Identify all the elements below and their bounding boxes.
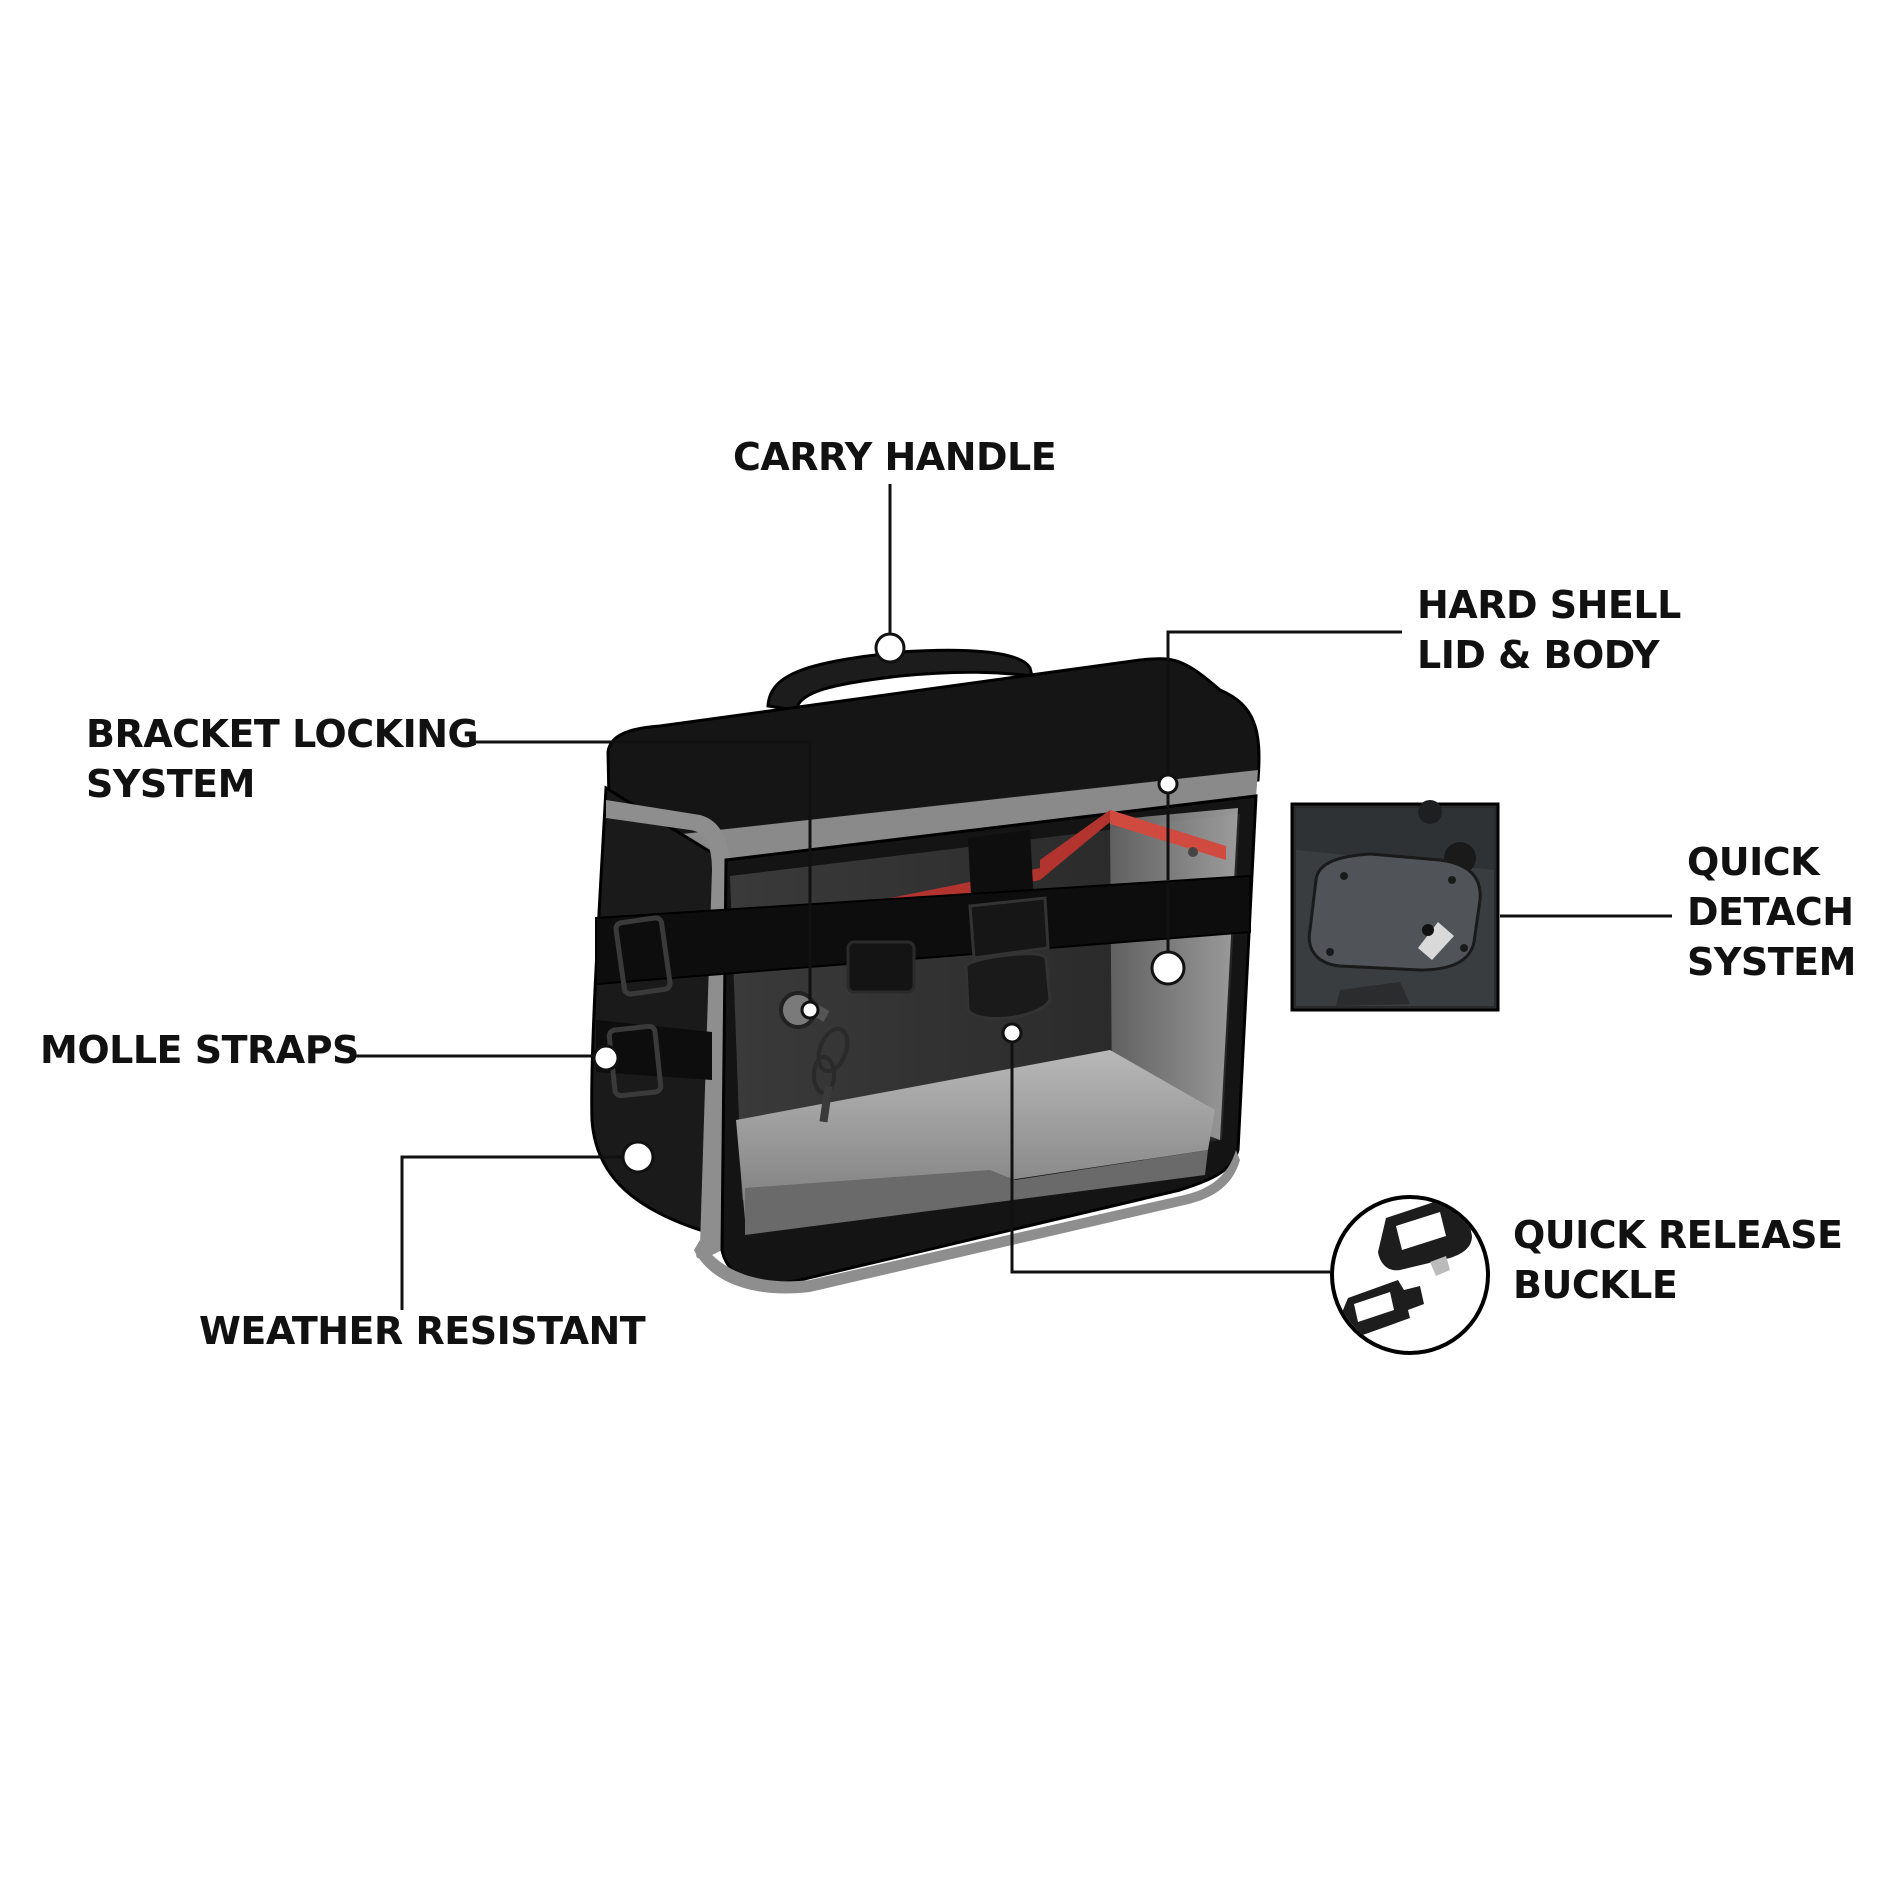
callout-quick-detach-line3: SYSTEM — [1687, 940, 1856, 984]
carry-handle — [766, 648, 1034, 712]
quick-detach-inset — [1290, 800, 1500, 1012]
callout-bracket-locking: BRACKET LOCKING SYSTEM — [86, 709, 479, 809]
callout-quick-release: QUICK RELEASE BUCKLE — [1513, 1210, 1843, 1310]
callout-quick-detach-line2: DETACH — [1687, 890, 1854, 934]
side-trim — [606, 800, 730, 1259]
callout-molle-straps: MOLLE STRAPS — [40, 1025, 359, 1075]
callout-hard-shell-line2: LID & BODY — [1417, 633, 1660, 677]
lid-trim — [610, 770, 1258, 870]
quick-release-buckle-inset — [1330, 1195, 1490, 1355]
bag-side-panel — [590, 785, 742, 1242]
bag-lid — [606, 657, 1261, 852]
bottom-trim — [694, 1150, 1240, 1294]
callout-quick-release-line2: BUCKLE — [1513, 1263, 1678, 1307]
callout-carry-handle-line1: CARRY HANDLE — [733, 435, 1057, 479]
pannier-bag-illustration — [590, 648, 1261, 1294]
callout-quick-detach-line1: QUICK — [1687, 840, 1820, 884]
interior-floor-lip — [745, 1150, 1208, 1235]
callout-weather-resistant: WEATHER RESISTANT — [199, 1306, 646, 1356]
callout-carry-handle: CARRY HANDLE — [733, 432, 1057, 482]
callout-bracket-locking-line2: SYSTEM — [86, 762, 255, 806]
detach-plate — [1307, 852, 1482, 972]
molle-strap-lower — [596, 1020, 712, 1080]
callout-quick-detach: QUICK DETACH SYSTEM — [1687, 837, 1856, 987]
callout-hard-shell-line1: HARD SHELL — [1417, 583, 1681, 627]
callout-weather-resistant-line1: WEATHER RESISTANT — [199, 1309, 646, 1353]
callout-quick-release-line1: QUICK RELEASE — [1513, 1213, 1843, 1257]
molle-strap-upper — [595, 874, 1251, 986]
callout-bracket-locking-line1: BRACKET LOCKING — [86, 712, 479, 756]
callout-molle-straps-line1: MOLLE STRAPS — [40, 1028, 359, 1072]
callout-hard-shell: HARD SHELL LID & BODY — [1417, 580, 1681, 680]
interior-floor — [736, 1050, 1215, 1220]
leader-lines — [356, 484, 1672, 1310]
bag-buckle — [968, 896, 1050, 960]
